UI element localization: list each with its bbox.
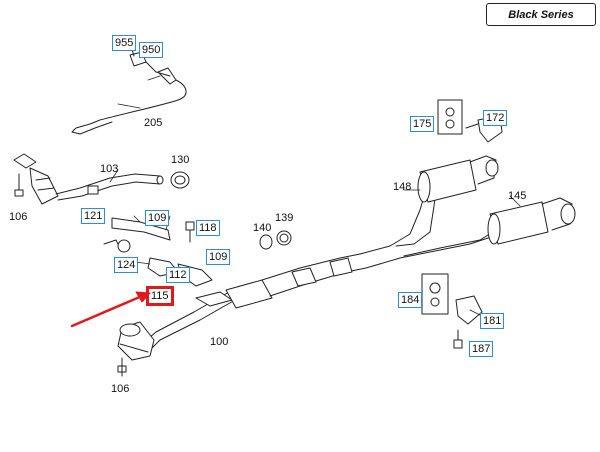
bracket-181 xyxy=(455,295,483,325)
part-label-139: 139 xyxy=(275,212,294,224)
part-label-124[interactable]: 124 xyxy=(114,257,139,273)
part-label-118[interactable]: 118 xyxy=(196,220,220,236)
part-label-145: 145 xyxy=(508,190,527,202)
bracket-set xyxy=(103,217,213,287)
part-label-148: 148 xyxy=(393,181,412,193)
part-label-121[interactable]: 121 xyxy=(81,208,106,224)
clamp-140 xyxy=(259,234,273,250)
intermediate-pipe-100 xyxy=(141,189,497,353)
highlight-arrow xyxy=(70,291,151,328)
clamp-130 xyxy=(170,171,190,189)
part-label-950[interactable]: 950 xyxy=(139,42,164,58)
bolt-187 xyxy=(453,329,463,349)
series-badge: Black Series xyxy=(486,3,596,26)
bolt-106-top xyxy=(14,173,24,197)
part-label-130: 130 xyxy=(171,154,190,166)
part-label-115-highlighted[interactable]: 115 xyxy=(146,286,174,306)
part-label-205: 205 xyxy=(144,117,163,129)
oxygen-sensor-205 xyxy=(71,45,187,135)
part-label-109-lower[interactable]: 109 xyxy=(206,249,231,265)
bolt-106-bottom xyxy=(117,357,127,377)
part-label-181[interactable]: 181 xyxy=(480,313,505,329)
part-label-100: 100 xyxy=(210,336,229,348)
part-label-103: 103 xyxy=(100,163,119,175)
front-pipe-103 xyxy=(13,153,164,205)
part-label-175[interactable]: 175 xyxy=(410,116,435,132)
part-label-112[interactable]: 112 xyxy=(166,267,190,283)
part-label-172[interactable]: 172 xyxy=(483,110,508,126)
part-label-106-top: 106 xyxy=(9,211,28,223)
part-label-187[interactable]: 187 xyxy=(469,341,494,357)
part-label-106-bottom: 106 xyxy=(111,383,130,395)
hanger-184 xyxy=(421,273,449,315)
rear-muffler-148 xyxy=(417,155,499,203)
part-label-955[interactable]: 955 xyxy=(112,35,137,51)
clamp-139 xyxy=(276,230,292,246)
part-label-140: 140 xyxy=(253,222,272,234)
rear-muffler-145 xyxy=(487,197,576,245)
catalytic-converter xyxy=(117,321,155,361)
hanger-175 xyxy=(437,99,463,135)
part-label-109-upper[interactable]: 109 xyxy=(145,210,170,226)
part-label-184[interactable]: 184 xyxy=(398,292,423,308)
